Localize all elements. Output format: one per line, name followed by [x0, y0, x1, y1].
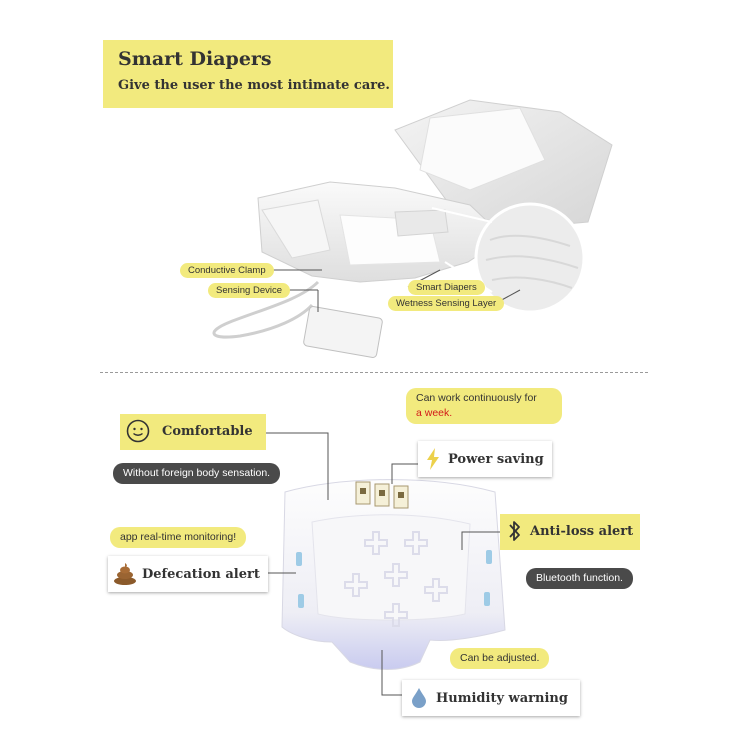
- diaper-illustration: [212, 99, 613, 358]
- defecation-label: Defecation alert: [142, 566, 260, 582]
- comfortable-feature: [120, 414, 266, 450]
- comfortable-note: Without foreign body sensation.: [113, 463, 281, 484]
- wetness-layer-label: Wetness Sensing Layer: [388, 296, 505, 311]
- page-title: Smart Diapers: [118, 48, 272, 70]
- humidity-label: Humidity warning: [436, 690, 568, 706]
- humidity-note: Can be adjusted.: [450, 648, 550, 669]
- bluetooth-icon: [506, 518, 524, 544]
- power-saving-feature: Power saving: [418, 441, 552, 477]
- lightning-icon: [418, 448, 448, 470]
- page-subtitle: Give the user the most intimate care.: [118, 78, 390, 93]
- anti-loss-feature: [500, 514, 640, 550]
- smiley-icon: [126, 419, 150, 443]
- anti-loss-note: Bluetooth function.: [526, 568, 633, 589]
- water-drop-icon: [402, 688, 436, 708]
- anti-loss-label: Anti-loss alert: [530, 524, 634, 539]
- defecation-feature: Defecation alert: [108, 556, 268, 592]
- comfortable-label: Comfortable: [162, 424, 253, 439]
- section-divider: [100, 372, 648, 373]
- power-saving-label: Power saving: [448, 451, 544, 467]
- conductive-clamp-label: Conductive Clamp: [180, 263, 274, 278]
- sensing-device-label: Sensing Device: [208, 283, 291, 298]
- smart-diapers-label: Smart Diapers: [408, 280, 485, 295]
- humidity-feature: Humidity warning: [402, 680, 580, 716]
- poop-icon: [108, 563, 142, 585]
- defecation-note: app real-time monitoring!: [110, 527, 247, 548]
- header-banner: [103, 40, 393, 108]
- diaper-product-image: [265, 432, 506, 696]
